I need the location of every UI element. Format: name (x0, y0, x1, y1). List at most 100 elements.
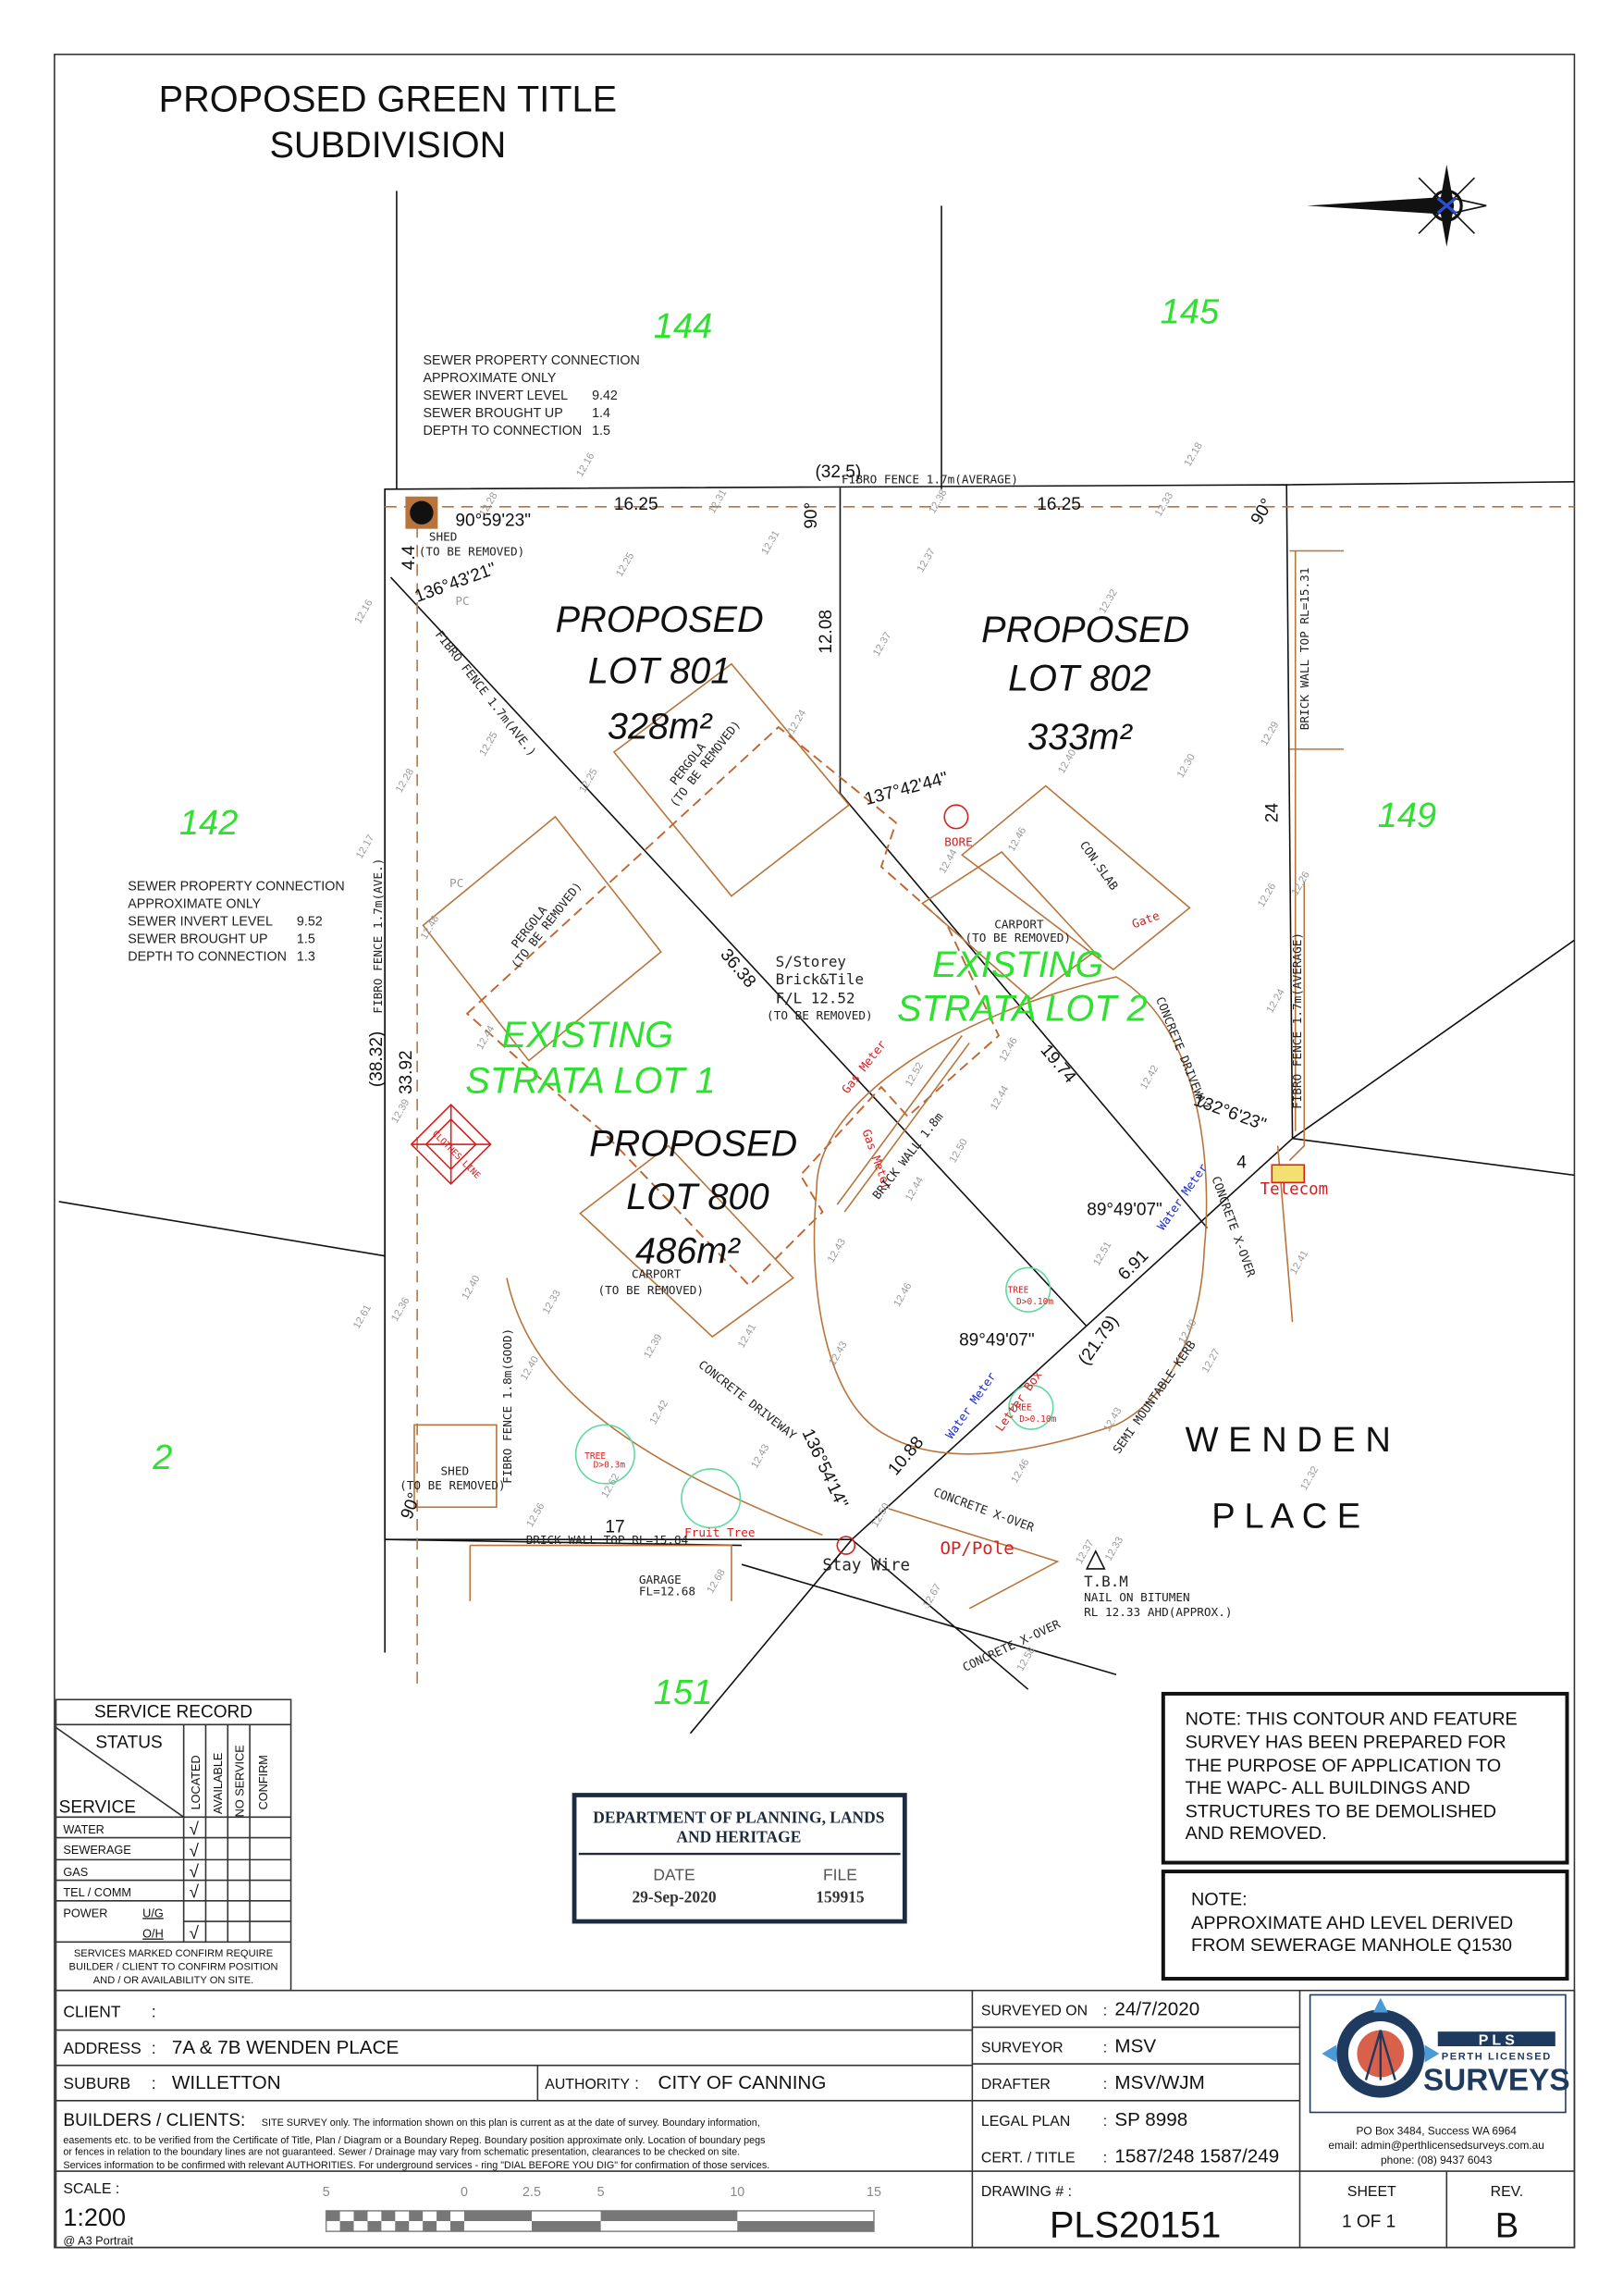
stamp-file: 159915 (816, 1887, 865, 1906)
tbm-label: NAIL ON BITUMEN (1084, 1590, 1190, 1604)
sewer-note-value: 9.42 (592, 389, 618, 403)
dimension: 4 (1236, 1153, 1247, 1172)
service-row-name: TEL / COMM (63, 1886, 131, 1899)
authority-label: AUTHORITY (545, 2077, 630, 2092)
spot-height: 12.67 (921, 1582, 943, 1610)
sewer-note-line: SEWER INVERT LEVEL (128, 914, 273, 929)
spot-height: 12.43 (827, 1339, 849, 1367)
company-email[interactable]: email: admin@perthlicensedsurveys.com.au (1328, 2139, 1543, 2152)
dimension: 36.38 (716, 945, 759, 992)
located-check[interactable]: √ (190, 1862, 200, 1882)
builders-text: or fences in relation to the boundary li… (63, 2147, 740, 2158)
logo-line-2: SURVEYS (1423, 2064, 1570, 2098)
carport-lot-2 (921, 850, 1096, 1000)
xover-label: CONCRETE X-OVER (1209, 1174, 1258, 1278)
service-row-sub: U/G (142, 1907, 164, 1920)
north-arrow-icon (1307, 164, 1487, 247)
spot-height: 12.62 (599, 1472, 621, 1500)
brick-wall-1-8m (836, 1035, 970, 1213)
note-line: NOTE: (1191, 1890, 1248, 1910)
spot-height: 12.43 (826, 1237, 848, 1265)
carport-label: (TO BE REMOVED) (965, 931, 1071, 944)
note-line: THE PURPOSE OF APPLICATION TO (1186, 1756, 1502, 1776)
spot-height: 12.37 (871, 630, 893, 658)
spot-height: 12.31 (707, 488, 729, 515)
house-label: Brick&Tile (776, 970, 864, 988)
lot-801-label: PROPOSED LOT 801 328m² (556, 599, 764, 747)
spot-height: 12.43 (749, 1442, 771, 1470)
builders-text: SITE SURVEY only. The information shown … (262, 2117, 760, 2129)
service-footnote: BUILDER / CLIENT TO CONFIRM POSITION (69, 1961, 278, 1972)
fence-label: FIBRO FENCE 1.8m(GOOD) (500, 1328, 514, 1484)
spot-height: 12.42 (648, 1399, 670, 1426)
sewer-note-top: SEWER PROPERTY CONNECTION APPROXIMATE ON… (423, 353, 639, 438)
spot-height: 12.43 (1101, 1406, 1124, 1434)
cert-title-label: CERT. / TITLE (981, 2150, 1076, 2166)
stamp-date-label: DATE (653, 1866, 695, 1884)
op-pole-label: OP/Pole (940, 1538, 1014, 1559)
located-check[interactable]: √ (190, 1820, 200, 1839)
sewer-note-line: APPROXIMATE ONLY (423, 371, 556, 386)
spot-height: 12.46 (1009, 1457, 1031, 1485)
lot-label-line: PROPOSED (981, 610, 1189, 650)
lot-label-line: PROPOSED (589, 1124, 797, 1165)
located-check[interactable]: √ (190, 1883, 200, 1903)
garage-label: GARAGE (639, 1573, 682, 1586)
angle: 137°42'44" (863, 769, 950, 809)
suburb-value: WILLETTON (172, 2072, 281, 2093)
tree-icon (574, 1424, 635, 1485)
scale-tick-label: 5 (597, 2185, 605, 2200)
column-confirm: CONFIRM (257, 1755, 270, 1809)
lot-area: 333m² (1027, 717, 1133, 758)
located-check[interactable]: √ (190, 1924, 200, 1944)
shed-label: (TO BE REMOVED) (400, 1478, 506, 1492)
scale-bar: 5 0 2.5 5 10 15 (323, 2185, 881, 2232)
pergola-label: (TO BE REMOVED) (509, 879, 584, 971)
svg-text::: : (1103, 2114, 1107, 2129)
spot-height: 12.29 (1259, 720, 1281, 747)
sewer-note-line: DEPTH TO CONNECTION (423, 424, 582, 438)
svg-text::: : (1103, 2040, 1107, 2055)
service-footnote: AND / OR AVAILABILITY ON SITE. (93, 1975, 253, 1986)
spot-height: 12.25 (577, 767, 599, 795)
angle: 89°49'07" (959, 1331, 1035, 1351)
note-line: FROM SEWERAGE MANHOLE Q1530 (1191, 1935, 1512, 1956)
scale-label: SCALE : (63, 2181, 119, 2197)
pergola-lot-801 (612, 662, 851, 897)
spot-height: 12.16 (352, 598, 375, 625)
dplh-stamp: DEPARTMENT OF PLANNING, LANDS AND HERITA… (572, 1793, 907, 1924)
dimension: 24 (1263, 803, 1283, 823)
svg-text::: : (1103, 2004, 1107, 2019)
address-value: 7A & 7B WENDEN PLACE (172, 2037, 399, 2058)
spot-height: 12.44 (937, 847, 959, 875)
note-line: STRUCTURES TO BE DEMOLISHED (1186, 1801, 1496, 1821)
telecom-pit-icon (1271, 1164, 1306, 1184)
drawing-number: PLS20151 (1050, 2204, 1221, 2245)
dimension: 17 (605, 1517, 624, 1537)
con-slab (960, 784, 1191, 971)
spot-height: 12.39 (389, 1097, 412, 1125)
spot-height: 12.40 (519, 1354, 541, 1382)
status-heading: STATUS (95, 1734, 162, 1753)
note-demolition: NOTE: THIS CONTOUR AND FEATURE SURVEY HA… (1161, 1691, 1569, 1865)
service-row-name: SEWERAGE (63, 1844, 130, 1857)
slab-label: CON.SLAB (1077, 838, 1122, 893)
street-name: W E N D E N P L A C E (1186, 1421, 1391, 1537)
spot-height: 12.41 (736, 1322, 758, 1350)
scale-tick-label: 5 (323, 2185, 330, 2200)
dimension: (38.32) (367, 1031, 387, 1087)
dimension: 6.91 (1114, 1246, 1152, 1284)
tbm-label: RL 12.33 AHD(APPROX.) (1084, 1605, 1232, 1619)
spot-height: 12.46 (891, 1281, 914, 1309)
located-check[interactable]: √ (190, 1842, 200, 1861)
svg-text::: : (152, 2039, 156, 2057)
concrete-x-over (888, 1508, 1060, 1610)
sewer-manhole-icon (410, 500, 434, 525)
scale-tick-label: 10 (730, 2185, 744, 2200)
spot-height: 12.33 (1153, 490, 1175, 518)
column-available: AVAILABLE (212, 1753, 225, 1815)
legal-plan-value: SP 8998 (1114, 2109, 1187, 2130)
paper-size: @ A3 Portrait (63, 2234, 133, 2247)
dimension: 19.74 (1037, 1041, 1080, 1087)
